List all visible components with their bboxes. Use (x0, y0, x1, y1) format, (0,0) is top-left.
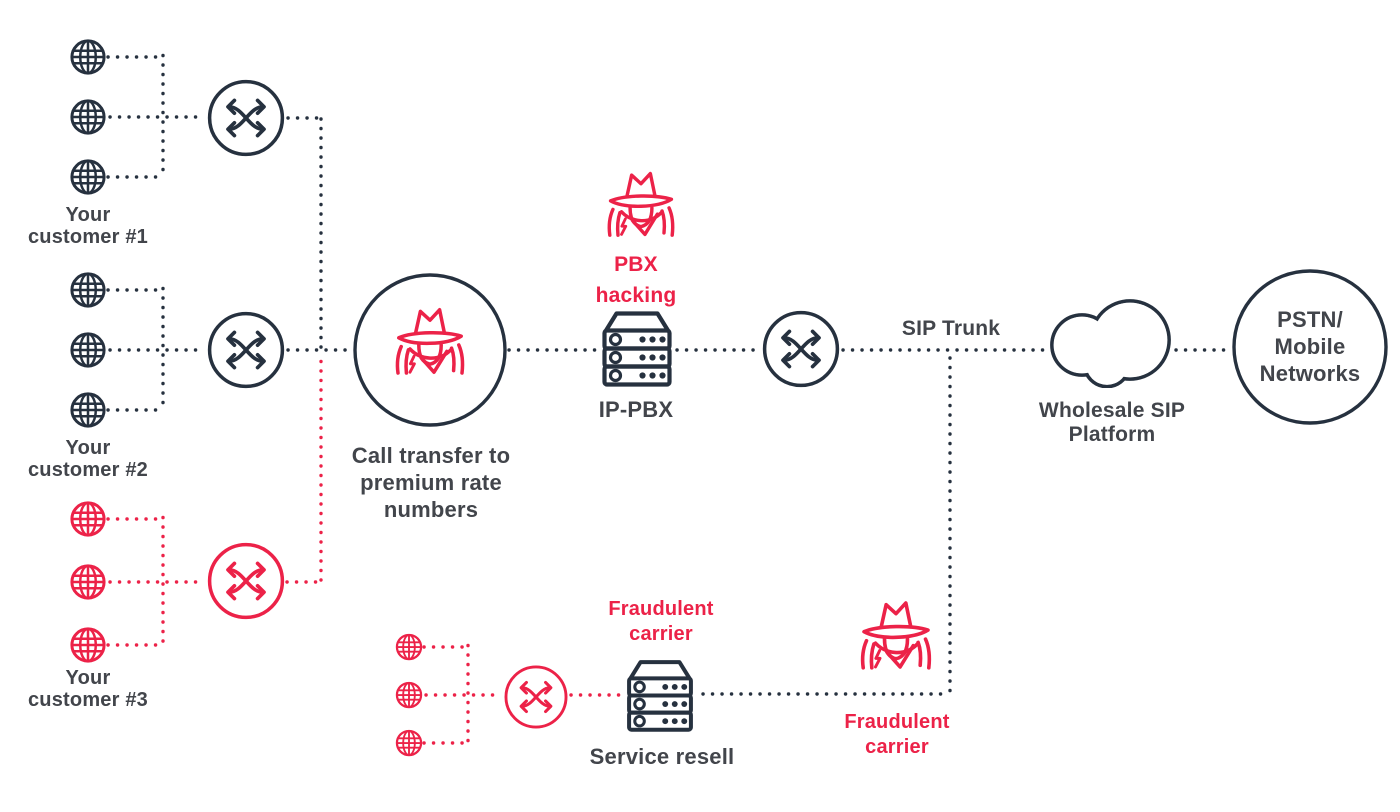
server-icon (599, 307, 675, 389)
globe-icon (68, 97, 108, 137)
switch-icon (761, 309, 841, 389)
fraudster-icon (855, 592, 937, 678)
globe-icon (394, 632, 424, 662)
globe-icon (68, 390, 108, 430)
globe-icon (68, 157, 108, 197)
switch-icon (206, 310, 286, 390)
globe-icon (68, 499, 108, 539)
fraudster-icon (602, 162, 680, 246)
switch-icon (206, 541, 286, 621)
customer1-label: Your customer #1 (27, 204, 149, 248)
fraudulent-carrier-bottom-label: Fraudulent carrier (844, 711, 950, 758)
globe-icon (68, 625, 108, 665)
globe-icon (394, 728, 424, 758)
switch-icon (206, 78, 286, 158)
globe-icon (68, 562, 108, 602)
globe-icon (68, 37, 108, 77)
fraudster-icon (390, 300, 470, 382)
globe-icon (68, 330, 108, 370)
wholesale-sip-label: Wholesale SIP Platform (1038, 399, 1186, 446)
sip-trunk-label: SIP Trunk (901, 317, 1001, 340)
fraudulent-carrier-top-label: Fraudulent carrier (608, 598, 714, 645)
switch-icon (503, 664, 569, 730)
ip-pbx-label: IP-PBX (598, 397, 674, 422)
fraudster-circle (353, 273, 507, 427)
globe-icon (68, 270, 108, 310)
cloud-icon (1048, 297, 1173, 388)
pstn-label: PSTN/ Mobile Networks (1259, 307, 1361, 386)
call-transfer-label: Call transfer to premium rate numbers (351, 443, 511, 522)
service-resell-label: Service resell (589, 744, 735, 769)
server-icon (622, 656, 698, 734)
globe-icon (394, 680, 424, 710)
pstn-circle (1232, 269, 1388, 425)
customer2-label: Your customer #2 (27, 437, 149, 481)
pbx-hacking-label: PBX hacking (595, 253, 677, 307)
customer3-label: Your customer #3 (27, 667, 149, 711)
